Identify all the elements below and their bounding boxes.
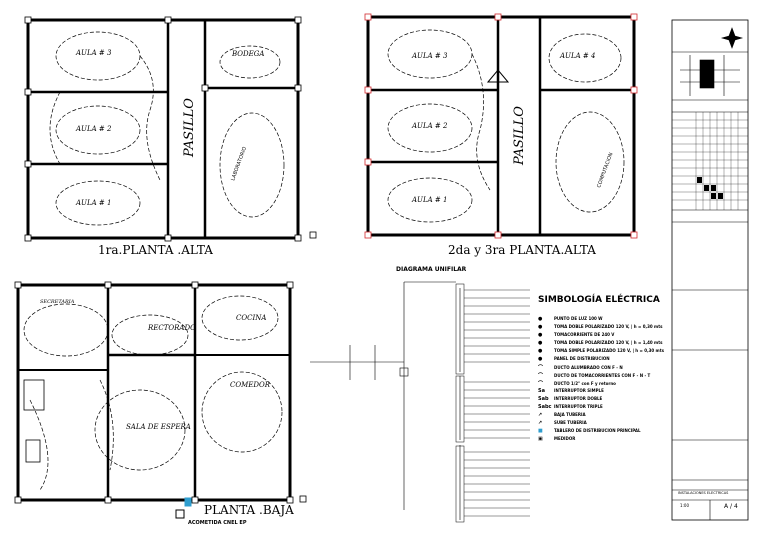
legend-row: ● TOMA DOBLE POLARIZADO 120 V, | h = 0,30… bbox=[538, 324, 663, 330]
diagram-title: DIAGRAMA UNIFILAR bbox=[396, 266, 467, 273]
switch-icon: Sab bbox=[538, 396, 549, 402]
legend-text: TOMACORRIENTE DE 240 V bbox=[554, 332, 615, 337]
arrow-icon: ↗ bbox=[538, 412, 543, 418]
sheet-label: INSTALACIONES ELECTRICAS bbox=[678, 491, 729, 495]
legend-row: ⌒ DUCTO ALUMBRADO CON F - N bbox=[538, 364, 623, 371]
room-label-aula4-upper23: AULA # 4 bbox=[560, 52, 596, 60]
legend-row: ● TOMA SIMPLE POLARIZADO 120 V, | h = 0,3… bbox=[538, 348, 664, 354]
room-label-aula2-upper1: AULA # 2 bbox=[76, 125, 112, 133]
plan-upper23: COMPUTACION bbox=[364, 13, 638, 239]
plan-ground bbox=[14, 281, 307, 519]
legend-row: ■ TABLERO DE DISTRIBUCION PRINCIPAL bbox=[538, 428, 641, 434]
plan-title-ground: PLANTA .BAJA bbox=[204, 503, 294, 517]
legend-text: INTERRUPTOR SIMPLE bbox=[554, 388, 604, 393]
board-icon: ■ bbox=[538, 428, 543, 434]
legend-text: DUCTO ALUMBRADO CON F - N bbox=[554, 365, 623, 370]
room-label-cocina: COCINA bbox=[236, 314, 267, 322]
room-label-rectorado: RECTORADO bbox=[148, 324, 196, 332]
legend-row: ⌒ DUCTO DE TOMACORRIENTES CON F - N - T bbox=[538, 372, 650, 379]
legend-row: ● TOMA DOBLE POLARIZADO 120 V, | h = 1,40… bbox=[538, 340, 663, 346]
duct-icon: ⌒ bbox=[538, 381, 544, 387]
plan-title-upper1: 1ra.PLANTA .ALTA bbox=[98, 243, 213, 257]
legend-text: BAJA TUBERIA bbox=[554, 412, 586, 417]
duct-icon: ⌒ bbox=[538, 373, 544, 379]
room-label-aula1-upper23: AULA # 1 bbox=[412, 196, 448, 204]
plan-title-upper23: 2da y 3ra PLANTA.ALTA bbox=[448, 243, 596, 257]
arrow-icon: ↗ bbox=[538, 420, 543, 426]
room-label-secretaria: SECRETARIA bbox=[40, 299, 75, 305]
room-label-comedor: COMEDOR bbox=[230, 381, 270, 389]
scale-value: 1:00 bbox=[680, 503, 689, 508]
legend-row: ● PANEL DE DISTRIBUCION bbox=[538, 356, 610, 362]
legend-text: TOMA SIMPLE POLARIZADO 120 V, | h = 0,30… bbox=[554, 348, 665, 353]
legend-text: TABLERO DE DISTRIBUCION PRINCIPAL bbox=[554, 428, 641, 433]
legend-text: DUCTO DE TOMACORRIENTES CON F - N - T bbox=[554, 373, 651, 378]
switch-icon: Sa bbox=[538, 388, 545, 394]
legend-row: Sa INTERRUPTOR SIMPLE bbox=[538, 388, 604, 394]
outlet-icon: ● bbox=[538, 324, 543, 330]
legend-text: TOMA DOBLE POLARIZADO 120 V, | h = 1,40 … bbox=[554, 340, 663, 345]
svg-text:LABORATORIO: LABORATORIO bbox=[230, 146, 248, 182]
legend-row: ↗ BAJA TUBERIA bbox=[538, 412, 586, 418]
legend-text: INTERRUPTOR DOBLE bbox=[554, 396, 603, 401]
legend-text: TOMA DOBLE POLARIZADO 120 V, | h = 0,30 … bbox=[554, 324, 663, 329]
room-label-aula1-upper1: AULA # 1 bbox=[76, 199, 112, 207]
legend-row: ● TOMACORRIENTE DE 240 V bbox=[538, 332, 614, 338]
legend-text: MEDIDOR bbox=[554, 436, 576, 441]
plan-upper1: LABORATORIO bbox=[24, 16, 317, 242]
room-label-aula3-upper23: AULA # 3 bbox=[412, 52, 448, 60]
legend-row: ⌒ DUCTO 1/2" con F y retorno bbox=[538, 380, 616, 387]
legend-row: ↗ SUBE TUBERIA bbox=[538, 420, 587, 426]
room-label-bodega: BODEGA bbox=[232, 50, 265, 58]
single-line-diagram bbox=[310, 281, 530, 523]
room-label-aula3-upper1: AULA # 3 bbox=[76, 49, 112, 57]
legend-text: PUNTO DE LUZ 100 W bbox=[554, 316, 603, 321]
legend-text: PANEL DE DISTRIBUCION bbox=[554, 356, 610, 361]
sheet-number: A / 4 bbox=[724, 503, 738, 510]
corridor-label-upper1: PASILLO bbox=[181, 98, 197, 157]
outlet-icon: ● bbox=[538, 348, 543, 354]
legend-row: Sab INTERRUPTOR DOBLE bbox=[538, 396, 602, 402]
legend-row: ▣ MEDIDOR bbox=[538, 436, 575, 442]
outlet-icon: ● bbox=[538, 332, 543, 338]
legend-row: ● PUNTO DE LUZ 100 W bbox=[538, 316, 603, 322]
legend-title: SIMBOLOGÍA ELÉCTRICA bbox=[538, 295, 660, 305]
title-block bbox=[671, 19, 749, 521]
switch-icon: Sabc bbox=[538, 404, 552, 410]
svg-text:COMPUTACION: COMPUTACION bbox=[596, 152, 614, 189]
acometida-label: ACOMETIDA CNEL EP bbox=[188, 520, 247, 526]
room-label-sala: SALA DE ESPERA bbox=[126, 423, 191, 431]
panel-icon: ● bbox=[538, 356, 543, 362]
point-icon: ● bbox=[538, 316, 543, 322]
outlet-icon: ● bbox=[538, 340, 543, 346]
duct-icon: ⌒ bbox=[538, 365, 544, 371]
meter-icon: ▣ bbox=[538, 436, 543, 442]
legend-text: DUCTO 1/2" con F y retorno bbox=[554, 381, 616, 386]
corridor-label-upper23: PASILLO bbox=[511, 106, 527, 165]
legend-text: INTERRUPTOR TRIPLE bbox=[554, 404, 603, 409]
room-label-aula2-upper23: AULA # 2 bbox=[412, 122, 448, 130]
legend-text: SUBE TUBERIA bbox=[554, 420, 587, 425]
